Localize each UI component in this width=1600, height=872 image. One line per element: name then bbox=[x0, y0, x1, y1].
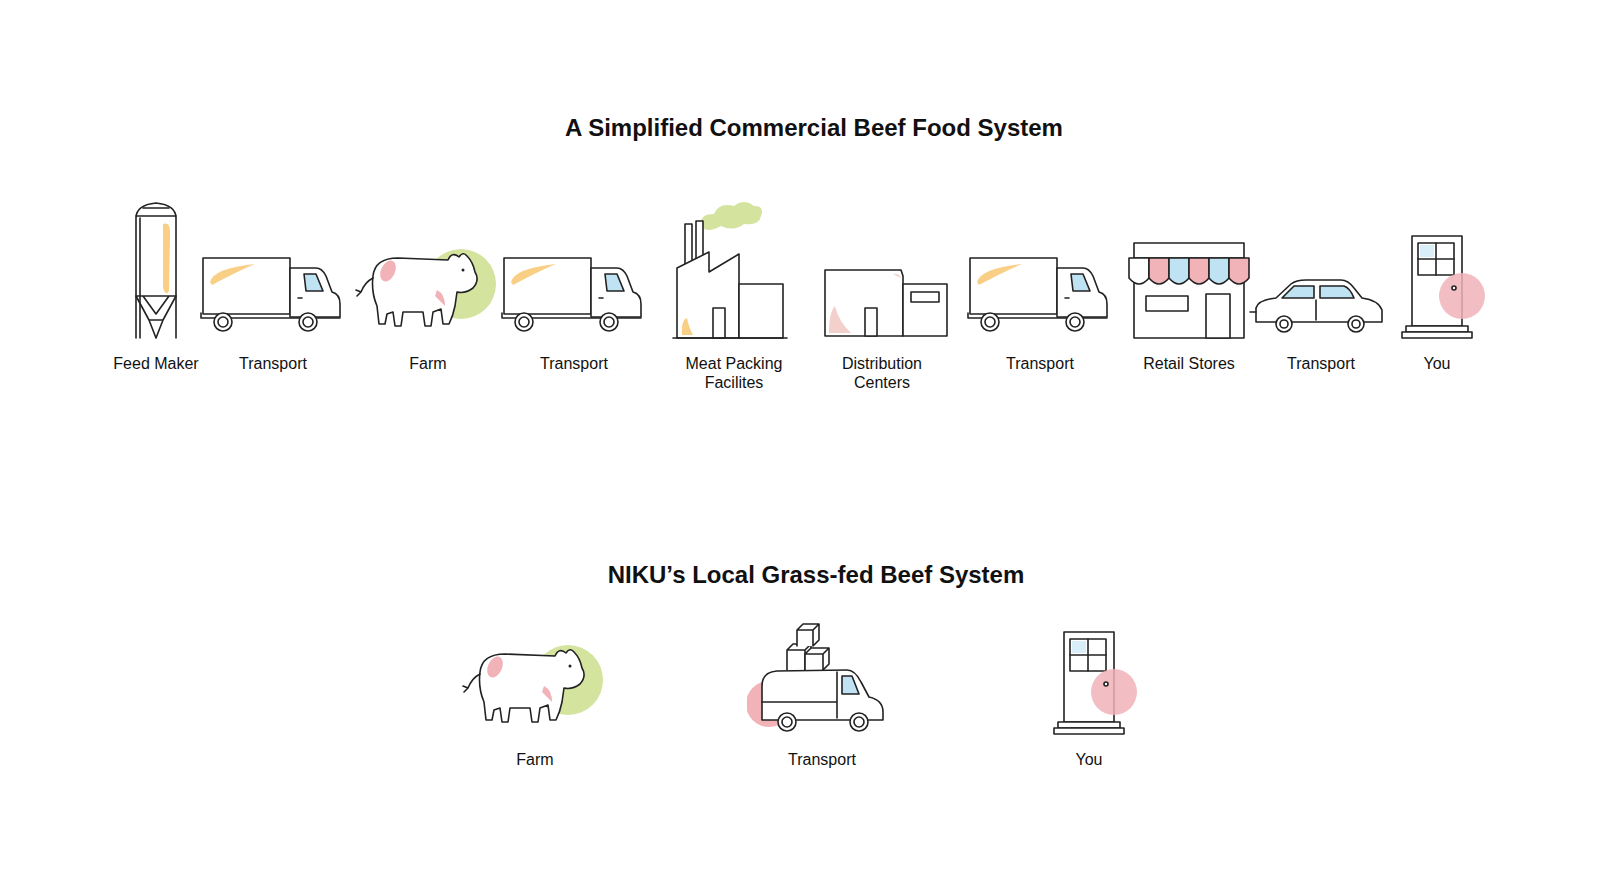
stage-icon bbox=[499, 196, 649, 346]
stage-icon bbox=[1362, 196, 1512, 346]
stage-icon bbox=[807, 196, 957, 346]
stage-node: You bbox=[1362, 196, 1512, 396]
stage-node: Retail Stores bbox=[1114, 196, 1264, 396]
stage-node: Transport bbox=[499, 196, 649, 396]
stage-icon bbox=[198, 196, 348, 346]
stage-label: Retail Stores bbox=[1114, 354, 1264, 373]
stage-node: Transport bbox=[965, 196, 1115, 396]
stage-node: Transport bbox=[198, 196, 348, 396]
stage-label: Farm bbox=[353, 354, 503, 373]
stage-label: Transport bbox=[1246, 354, 1396, 373]
stage-icon bbox=[1246, 196, 1396, 346]
stage-label: You bbox=[1014, 750, 1164, 769]
stage-node: Meat Packing Facilites bbox=[674, 196, 794, 396]
stage-node: Transport bbox=[747, 592, 897, 792]
stage-label: Meat Packing Facilites bbox=[674, 354, 794, 392]
stage-icon bbox=[1014, 592, 1164, 742]
stage-icon bbox=[460, 592, 610, 742]
stage-node: Farm bbox=[353, 196, 503, 396]
stage-icon bbox=[1114, 196, 1264, 346]
stage-icon bbox=[965, 196, 1115, 346]
stage-label: Transport bbox=[499, 354, 649, 373]
stage-node: Farm bbox=[460, 592, 610, 792]
stage-label: You bbox=[1362, 354, 1512, 373]
stage-icon bbox=[747, 592, 897, 742]
section-title: NIKU’s Local Grass-fed Beef System bbox=[416, 560, 1216, 590]
diagram-title: A Simplified Commercial Beef Food System bbox=[414, 113, 1214, 143]
stage-node: Transport bbox=[1246, 196, 1396, 396]
stage-node: You bbox=[1014, 592, 1164, 792]
stage-icon bbox=[659, 196, 809, 346]
stage-icon bbox=[353, 196, 503, 346]
stage-label: Distribution Centers bbox=[822, 354, 942, 392]
stage-label: Feed Maker bbox=[81, 354, 231, 373]
stage-label: Farm bbox=[460, 750, 610, 769]
stage-label: Transport bbox=[965, 354, 1115, 373]
stage-label: Transport bbox=[747, 750, 897, 769]
stage-label: Transport bbox=[198, 354, 348, 373]
stage-node: Distribution Centers bbox=[822, 196, 942, 396]
